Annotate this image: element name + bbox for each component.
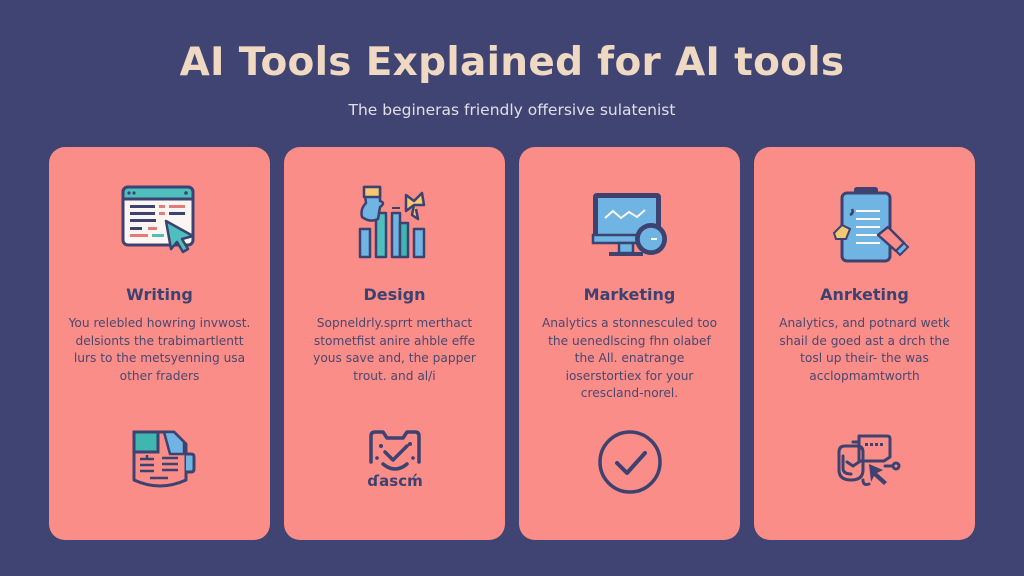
document-icon [120, 422, 200, 497]
page-title: AI Tools Explained for AI tools [179, 40, 845, 85]
card-description: You relebled howring invwost. delsionts … [68, 316, 251, 383]
devices-cursor-icon [825, 422, 905, 497]
page-subtitle: The begineras friendly offersive sulaten… [348, 101, 676, 119]
card-design: Design Sopneldrly.sprrt merthact stometf… [284, 147, 505, 540]
card-anrketing: Anrketing Analytics, and potnard wetk sh… [754, 147, 975, 540]
card-description: Analytics, and potnard wetk shail de goe… [779, 316, 950, 383]
check-circle-icon [590, 422, 670, 497]
icon-label: ɗascḿ [367, 472, 422, 490]
card-title: Design [363, 285, 426, 304]
browser-window-cursor-icon [115, 183, 205, 263]
bar-chart-hand-icon [350, 183, 440, 263]
check-frame-icon: ɗascḿ [355, 422, 435, 497]
card-writing: Writing You relebled howring invwost. de… [49, 147, 270, 540]
clipboard-pencil-icon [820, 183, 910, 263]
card-title: Anrketing [820, 285, 909, 304]
card-description: Analytics a stonnesculed too the uenedls… [541, 316, 718, 400]
card-marketing: Marketing Analytics a stonnesculed too t… [519, 147, 740, 540]
card-description: Sopneldrly.sprrt merthact stometfist ani… [313, 316, 476, 383]
card-title: Marketing [583, 285, 676, 304]
card-title: Writing [126, 285, 193, 304]
monitor-clock-icon [585, 183, 675, 263]
